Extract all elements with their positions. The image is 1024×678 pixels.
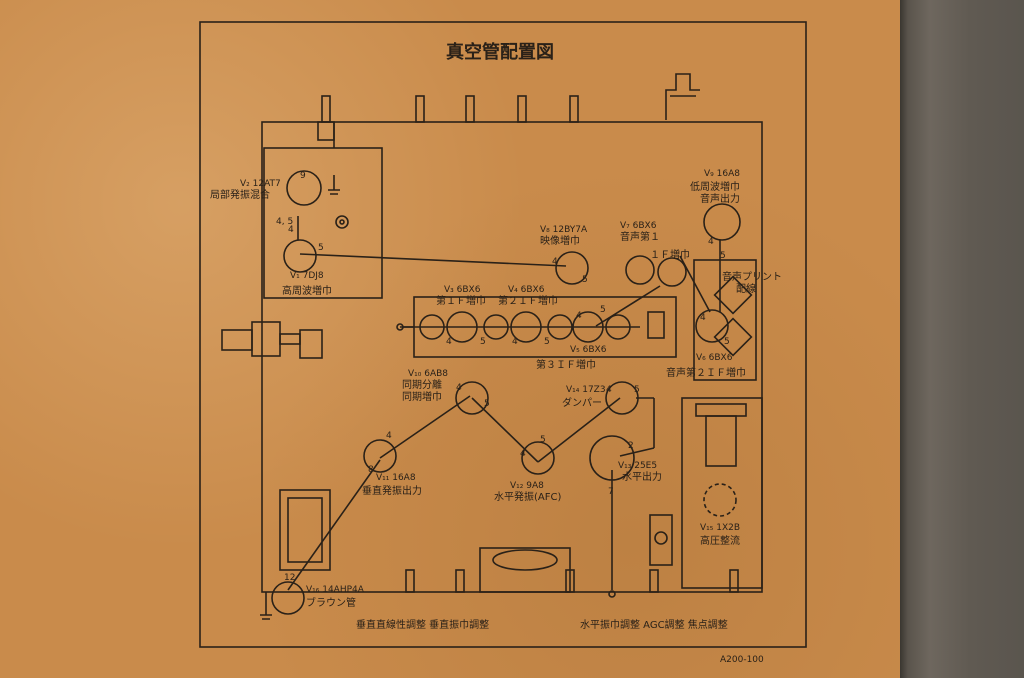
diagram-border bbox=[199, 21, 807, 648]
v13-id: V₁₃ 25E5 bbox=[618, 461, 657, 471]
v14-role: ダンパー bbox=[562, 396, 602, 409]
svg-text:5: 5 bbox=[634, 385, 640, 395]
bottom-components bbox=[279, 489, 739, 593]
v6-role: 音声第２ＩＦ増巾 bbox=[666, 366, 746, 379]
svg-text:4: 4 bbox=[456, 383, 462, 393]
svg-text:4: 4 bbox=[552, 257, 558, 267]
v8-id: V₈ 12BY7A bbox=[540, 225, 588, 235]
v9-role1: 低周波増巾 bbox=[690, 180, 740, 193]
v15-id: V₁₅ 1X2B bbox=[700, 523, 740, 533]
tuner-box bbox=[263, 147, 383, 299]
bottom-left-label: 垂直直線性調整 垂直振巾調整 bbox=[356, 618, 489, 631]
tube-v1-circle bbox=[283, 239, 317, 273]
v11-role: 垂直発振出力 bbox=[362, 484, 422, 497]
tube-v12-circle bbox=[521, 441, 555, 475]
v5-id: V₅ 6BX6 bbox=[570, 345, 607, 355]
svg-text:7: 7 bbox=[608, 487, 614, 497]
v11-id: V₁₁ 16A8 bbox=[376, 473, 416, 483]
v12-id: V₁₂ 9A8 bbox=[510, 481, 544, 491]
tube-v3-circle bbox=[446, 311, 478, 343]
svg-text:5: 5 bbox=[720, 251, 726, 261]
v7-role: 音声第１ bbox=[620, 230, 660, 243]
v8-role: 映像増巾 bbox=[540, 234, 580, 247]
v4-id: V₄ 6BX6 bbox=[508, 285, 545, 295]
v16-role: ブラウン管 bbox=[306, 596, 356, 609]
v1-role: 高周波増巾 bbox=[282, 284, 332, 297]
svg-text:5: 5 bbox=[724, 337, 730, 347]
tube-circles bbox=[271, 170, 741, 615]
tube-v2-circle bbox=[286, 170, 322, 206]
v4-role: 第２ＩＦ増巾 bbox=[498, 294, 558, 307]
tube-v11-circle bbox=[363, 439, 397, 473]
misc-labels: １Ｆ増巾 音声プリント 配線 垂直直線性調整 垂直振巾調整 水平振巾調整 AGC… bbox=[356, 248, 782, 665]
svg-text:5: 5 bbox=[540, 435, 546, 445]
tube-v5-circle bbox=[572, 311, 604, 343]
left-pot bbox=[221, 321, 323, 359]
svg-text:5: 5 bbox=[480, 337, 486, 347]
svg-text:4: 4 bbox=[288, 225, 294, 235]
v13-role: 水平出力 bbox=[622, 470, 662, 483]
svg-text:4: 4 bbox=[606, 385, 612, 395]
svg-text:9: 9 bbox=[300, 171, 306, 181]
footer-code: A200-100 bbox=[720, 655, 764, 665]
svg-text:4: 4 bbox=[446, 337, 452, 347]
if-stage-label: １Ｆ増巾 bbox=[650, 248, 690, 261]
v3-id: V₃ 6BX6 bbox=[444, 285, 481, 295]
v10-id: V₁₀ 6AB8 bbox=[408, 369, 448, 379]
tube-v9-circle bbox=[703, 203, 741, 241]
v6-id: V₆ 6BX6 bbox=[696, 353, 733, 363]
wiring-label: 配線 bbox=[736, 282, 756, 295]
connection-lines bbox=[260, 216, 721, 620]
v7-id: V₇ 6BX6 bbox=[620, 221, 657, 231]
bottom-right-label: 水平振巾調整 AGC調整 焦点調整 bbox=[580, 618, 728, 631]
v10-role1: 同期分離 bbox=[402, 378, 442, 391]
svg-text:12: 12 bbox=[284, 573, 295, 583]
v14-id: V₁₄ 17Z3 bbox=[566, 385, 606, 395]
tube-v7-circle bbox=[625, 255, 655, 285]
v15-role: 高圧整流 bbox=[700, 534, 740, 547]
v9-role2: 音声出力 bbox=[700, 192, 740, 205]
svg-text:5: 5 bbox=[544, 337, 550, 347]
svg-text:4: 4 bbox=[576, 311, 582, 321]
v2-role: 局部発振混合 bbox=[210, 188, 270, 201]
tube-v13-circle bbox=[589, 435, 635, 481]
tube-v6-circle bbox=[695, 309, 729, 343]
audio-print-label: 音声プリント bbox=[722, 270, 782, 283]
tube-v4-circle bbox=[510, 311, 542, 343]
svg-text:4: 4 bbox=[708, 237, 714, 247]
svg-text:5: 5 bbox=[582, 275, 588, 285]
tube-labels: V₂ 12AT7 局部発振混合 V₁ 7DJ8 高周波増巾 V₈ 12BY7A … bbox=[210, 169, 746, 609]
svg-text:8: 8 bbox=[368, 465, 374, 475]
svg-text:4: 4 bbox=[700, 313, 706, 323]
diagram-title: 真空管配置図 bbox=[446, 41, 554, 63]
tube-v16-circle bbox=[271, 581, 305, 615]
v5-role: 第３ＩＦ増巾 bbox=[536, 358, 596, 371]
tube-v8-circle bbox=[555, 251, 589, 285]
v2-id: V₂ 12AT7 bbox=[240, 179, 281, 189]
svg-text:4: 4 bbox=[512, 337, 518, 347]
tube-v14-circle bbox=[605, 381, 639, 415]
v9-id: V₉ 16A8 bbox=[704, 169, 740, 179]
svg-text:5: 5 bbox=[600, 305, 606, 315]
v3-role: 第１Ｆ増巾 bbox=[436, 294, 486, 307]
svg-text:4: 4 bbox=[386, 431, 392, 441]
ground-symbol bbox=[328, 175, 340, 195]
svg-text:4, 5: 4, 5 bbox=[276, 217, 293, 227]
svg-text:5: 5 bbox=[318, 243, 324, 253]
svg-text:4: 4 bbox=[520, 449, 526, 459]
pin-numbers: 9 4, 5 4 5 4 5 4 5 4 5 4 5 4 5 4 5 4 5 4… bbox=[276, 171, 730, 583]
v16-id: V₁₆ 14AHP4A bbox=[306, 585, 365, 595]
v1-id: V₁ 7DJ8 bbox=[290, 271, 324, 281]
chassis-posts bbox=[317, 73, 700, 141]
v12-role: 水平発振(AFC) bbox=[494, 490, 561, 503]
right-components bbox=[649, 259, 763, 589]
v10-role2: 同期増巾 bbox=[402, 390, 442, 403]
svg-text:5: 5 bbox=[484, 399, 490, 409]
cabinet-edge bbox=[900, 0, 1024, 678]
tube-v10-circle bbox=[455, 381, 489, 415]
svg-text:2: 2 bbox=[628, 441, 634, 451]
